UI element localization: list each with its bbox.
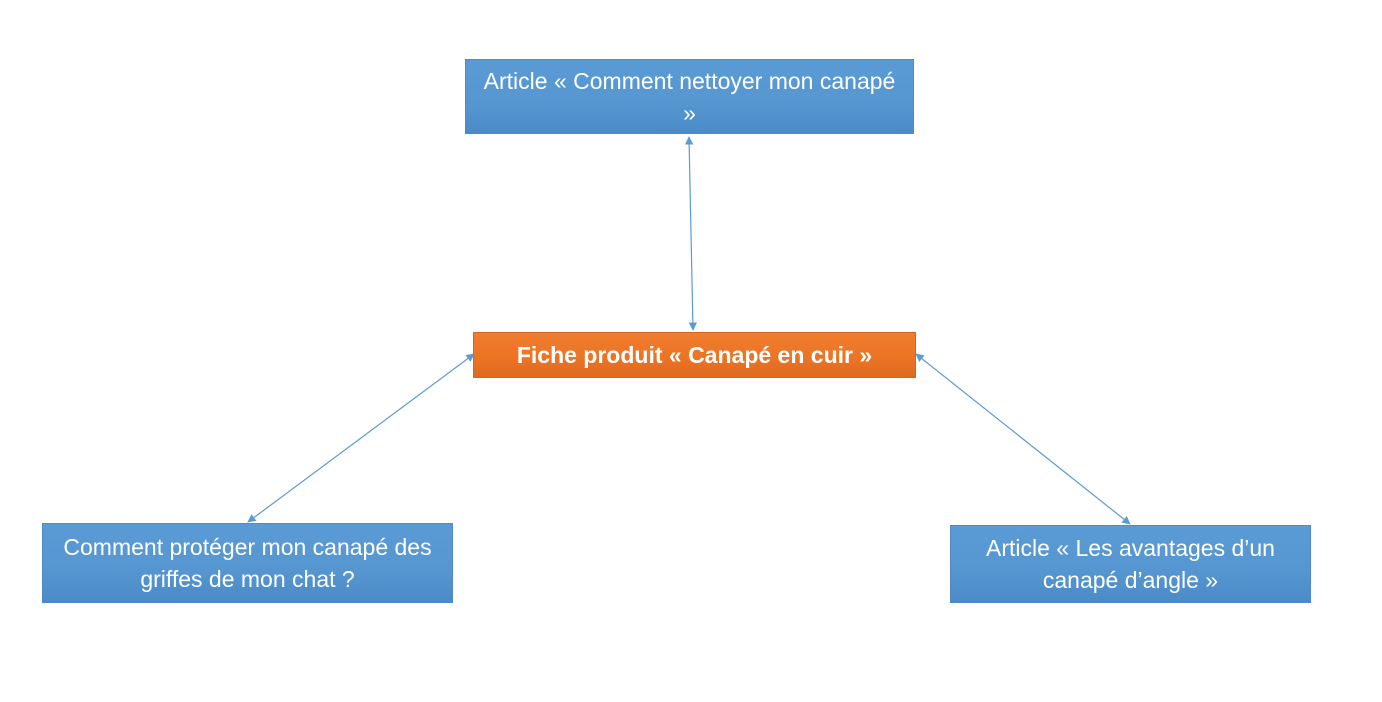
connector-center-top <box>684 136 698 331</box>
product-node-leather-sofa-label: Fiche produit « Canapé en cuir » <box>516 342 873 368</box>
article-node-clean-sofa: Article « Comment nettoyer mon canapé » <box>465 59 914 134</box>
article-node-clean-sofa-label: Article « Comment nettoyer mon canapé » <box>483 67 896 126</box>
article-node-protect-sofa-from-cat: Comment protéger mon canapé des griffes … <box>42 523 453 603</box>
product-node-leather-sofa: Fiche produit « Canapé en cuir » <box>473 332 916 378</box>
connector-center-right <box>915 353 1131 525</box>
connector-center-left <box>247 353 475 523</box>
article-node-corner-sofa-advantages: Article « Les avantages d’un canapé d’an… <box>950 525 1311 603</box>
article-node-protect-sofa-from-cat-label: Comment protéger mon canapé des griffes … <box>63 534 432 592</box>
article-node-corner-sofa-advantages-label: Article « Les avantages d’un canapé d’an… <box>986 535 1275 593</box>
